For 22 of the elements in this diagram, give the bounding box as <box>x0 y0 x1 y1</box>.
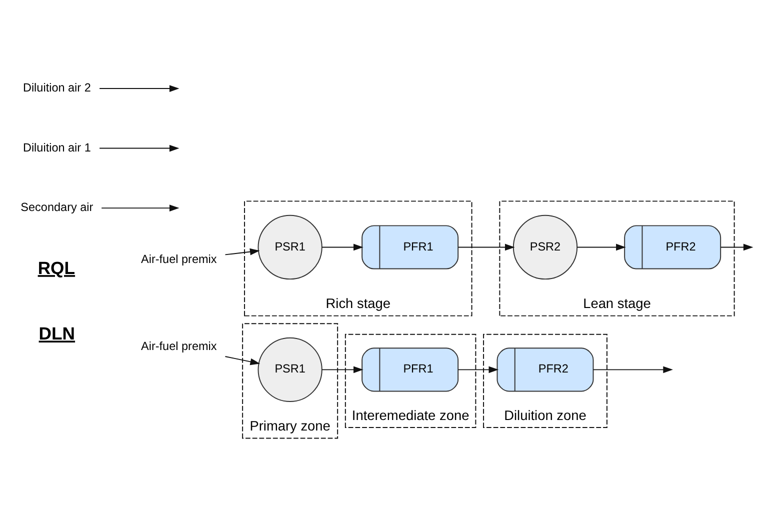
arrow <box>224 248 260 256</box>
arrow <box>101 204 180 212</box>
node-text: Diluition air 1 <box>22 141 91 154</box>
arrow <box>720 244 754 251</box>
arrow <box>592 366 673 374</box>
node-text: Secondary air <box>20 201 94 214</box>
node-text: Air-fuel premix <box>141 340 217 354</box>
node-text: Air-fuel premix <box>141 253 217 266</box>
arrow <box>99 85 180 92</box>
arrow <box>224 356 260 366</box>
node-text: Diluition air 2 <box>22 82 91 95</box>
label: RQL <box>38 258 76 278</box>
node-circle: PSR1 <box>258 337 322 402</box>
node-circle: PSR2 <box>512 214 578 280</box>
arrow <box>322 244 364 251</box>
arrow <box>458 244 515 251</box>
arrow <box>458 366 499 374</box>
node-circle: PSR1 <box>258 214 322 280</box>
arrow <box>576 244 626 251</box>
label: DLN <box>38 324 76 344</box>
arrow <box>322 366 364 374</box>
arrow <box>99 144 180 152</box>
